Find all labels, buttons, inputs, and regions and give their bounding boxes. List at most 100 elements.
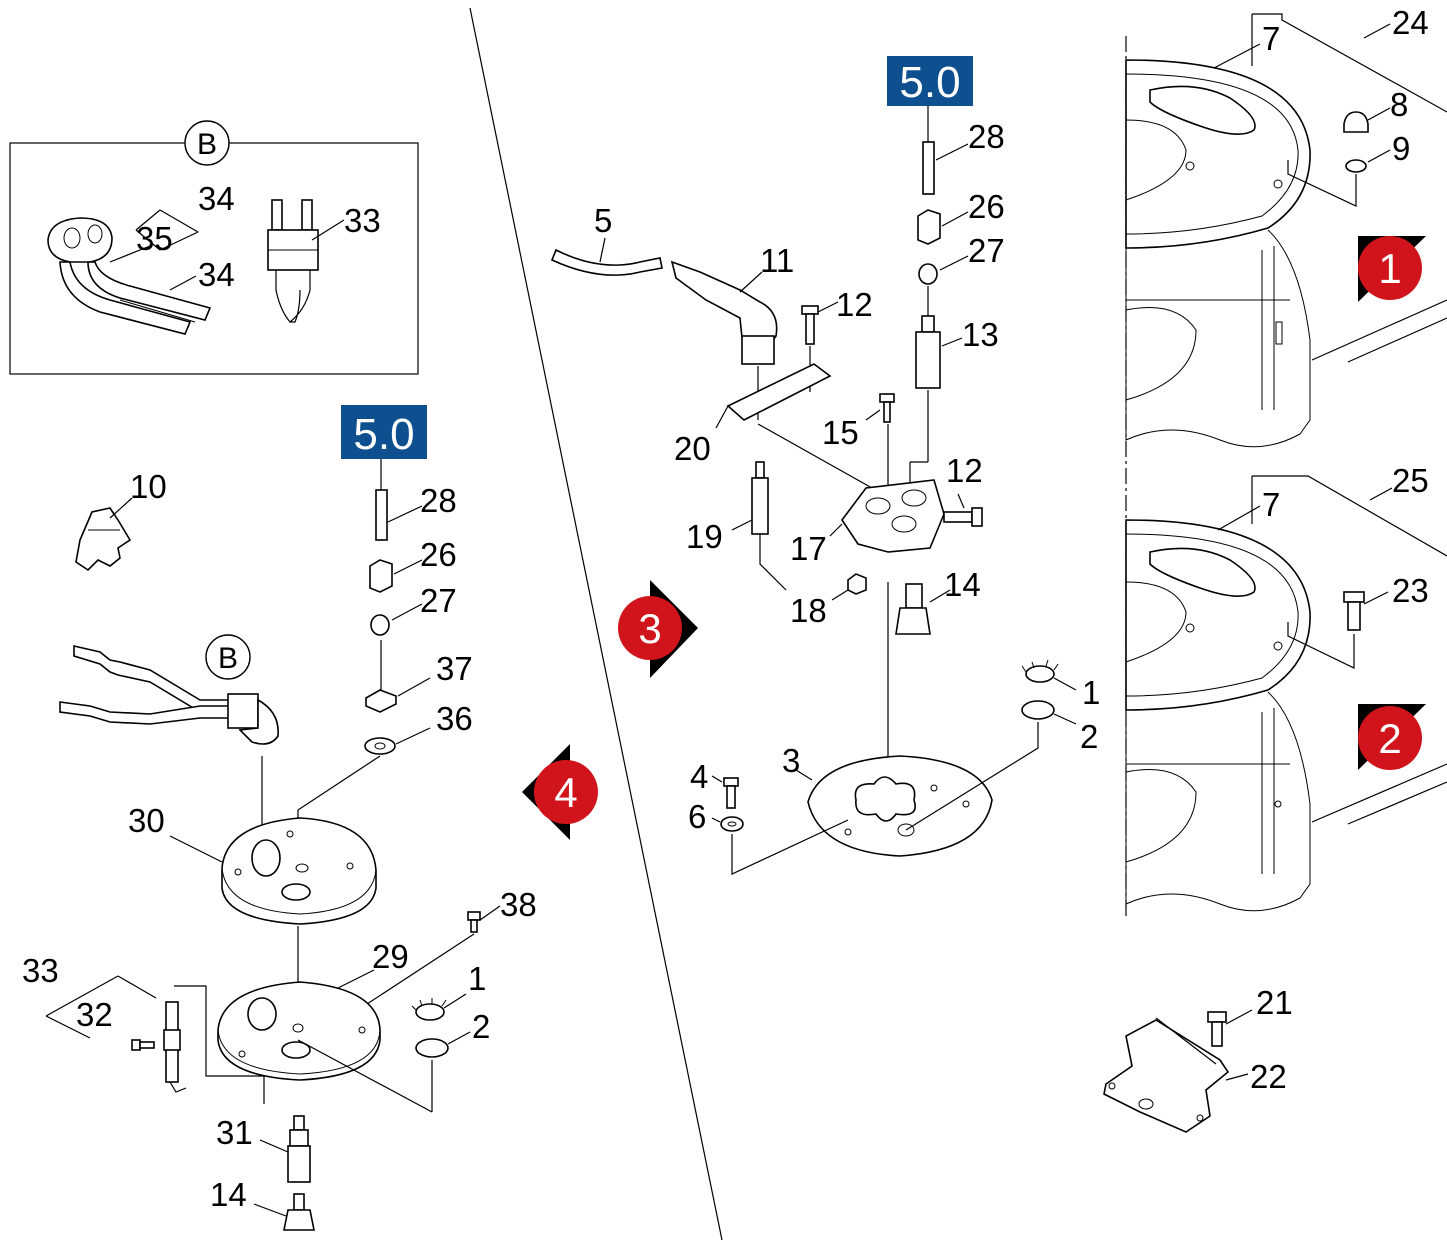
cable-label-circle: [205, 634, 251, 680]
fitting-13-part: [915, 315, 941, 389]
washer-9-part: [1345, 159, 1367, 173]
callout-12-top: 12: [836, 286, 873, 323]
cable-assembly-part: [59, 644, 279, 745]
bolt-12-part-right: [943, 507, 983, 527]
hose-5-part: [550, 248, 663, 276]
detail-frame-label-circle: [184, 120, 230, 166]
callout-13: 13: [962, 316, 999, 353]
screw-4-part: [723, 777, 739, 809]
section-divider: [469, 7, 723, 1240]
bracket-22-part: [1103, 1019, 1230, 1133]
seal-2-part-left: [415, 1038, 449, 1058]
seal-2-part-top: [1021, 700, 1055, 720]
rod-part-left: [375, 489, 388, 541]
callout-29: 29: [372, 938, 409, 975]
hex-nut-part-left: [369, 559, 393, 593]
plug-connector-part: [47, 217, 212, 335]
callout-22: 22: [1250, 1058, 1287, 1095]
left-assembly: 5.0 28 26 27 37 36 10 B: [22, 405, 598, 1231]
callout-34-bottom: 34: [198, 256, 235, 293]
housing-upper-part: [1125, 59, 1311, 448]
callout-27-top: 27: [968, 232, 1005, 269]
sensor-31-part: [287, 1115, 311, 1183]
callout-2-top: 2: [1080, 718, 1098, 755]
view-marker-1-label: 1: [1378, 245, 1401, 292]
lock-washer-1-part-top: [1021, 659, 1059, 683]
screw-38-part: [467, 911, 481, 933]
housing-lower-part: [1125, 519, 1311, 912]
nipple-part-top: [918, 263, 938, 285]
callout-33-detail: 33: [344, 202, 381, 239]
callout-10: 10: [130, 468, 167, 505]
clip-part-10: [75, 507, 132, 572]
plate-29-part: [217, 981, 381, 1081]
nipple-part-left: [370, 614, 390, 636]
callout-19: 19: [686, 518, 723, 555]
screw-15-part: [879, 393, 895, 423]
callout-3: 3: [782, 742, 800, 779]
callout-32: 32: [76, 996, 113, 1033]
callout-30: 30: [128, 802, 165, 839]
electrode-19-part: [751, 461, 787, 591]
ref-badge-left-label: 5.0: [353, 410, 414, 459]
ref-badge-top-label: 5.0: [899, 58, 960, 107]
callout-26-top: 26: [968, 188, 1005, 225]
callout-9: 9: [1392, 130, 1410, 167]
callout-4: 4: [690, 758, 708, 795]
callout-27-left: 27: [420, 582, 457, 619]
pin-connector-part: [267, 199, 319, 323]
callout-6: 6: [688, 798, 706, 835]
nozzle-14-part-top: [895, 583, 931, 635]
middle-assembly: 5.0 28 26 27 13 5 11: [550, 56, 1100, 875]
lock-washer-1-part-left: [411, 998, 447, 1021]
callout-18: 18: [790, 592, 827, 629]
screw-32-part: [131, 1039, 155, 1051]
callout-2-left: 2: [472, 1008, 490, 1045]
callout-12-right: 12: [946, 452, 983, 489]
bracket-20-part: [726, 363, 832, 421]
bolt-23-part: [1343, 591, 1365, 631]
view-marker-1: [1358, 236, 1422, 300]
plate-3-part: [807, 755, 993, 857]
cable-label: B: [218, 642, 238, 675]
callout-11: 11: [760, 242, 794, 279]
view-marker-2-label: 2: [1378, 715, 1401, 762]
callout-7-top: 7: [1262, 20, 1280, 57]
callout-1-top: 1: [1082, 674, 1100, 711]
callout-26-left: 26: [420, 536, 457, 573]
ref-badge-top: [887, 56, 973, 106]
hex-nut-part-top: [917, 209, 941, 245]
callout-20: 20: [674, 430, 711, 467]
lock-washer-6-part: [720, 816, 744, 832]
view-marker-4: [534, 760, 598, 824]
callout-31: 31: [216, 1114, 253, 1151]
callout-15: 15: [822, 414, 859, 451]
plate-30-part: [221, 817, 377, 925]
ref-badge-left: [341, 405, 427, 459]
pin-connector-33-part: [163, 1001, 187, 1093]
callout-14-top: 14: [944, 566, 981, 603]
view-marker-4-label: 4: [554, 769, 577, 816]
detail-frame-b: B 34 35 34 33: [9, 120, 419, 375]
callout-8: 8: [1390, 86, 1408, 123]
callout-36: 36: [436, 700, 473, 737]
washer-36-part: [364, 737, 396, 755]
callout-37: 37: [436, 650, 473, 687]
callout-7-bottom: 7: [1262, 486, 1280, 523]
burner-block-17-part: [841, 479, 945, 553]
detail-frame-label: B: [197, 128, 217, 161]
callout-17: 17: [790, 530, 827, 567]
rod-part-top: [922, 141, 935, 195]
nozzle-14-part-left: [283, 1193, 315, 1231]
callout-1-left: 1: [468, 960, 486, 997]
bolt-12-part-top: [801, 305, 819, 345]
bolt-21-part: [1207, 1011, 1227, 1047]
callout-35: 35: [136, 220, 173, 257]
callout-33-left: 33: [22, 952, 59, 989]
view-marker-3-label: 3: [638, 605, 661, 652]
callout-28-top: 28: [968, 118, 1005, 155]
nut-37-part: [365, 689, 397, 713]
view-marker-3: [618, 596, 682, 660]
callout-23: 23: [1392, 572, 1429, 609]
